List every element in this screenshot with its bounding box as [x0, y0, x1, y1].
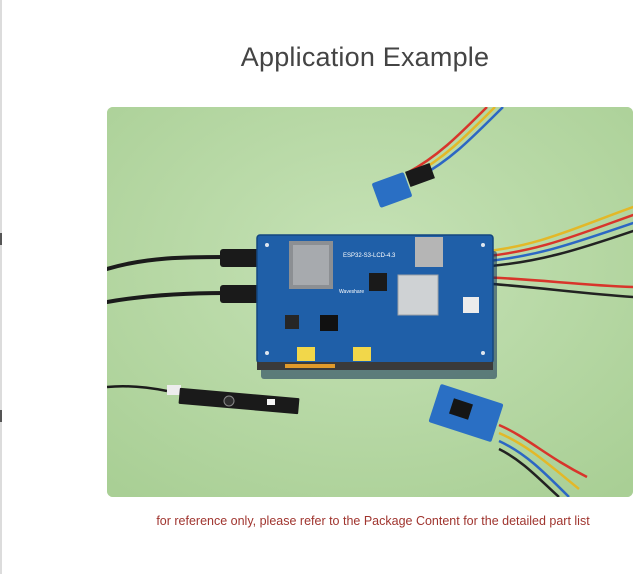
product-photo-illustration: ESP32-S3-LCD-4.3 Waveshare	[107, 107, 633, 497]
usb-connector	[220, 285, 260, 303]
board-label: ESP32-S3-LCD-4.3	[343, 253, 396, 259]
sensor-module-top	[372, 107, 504, 208]
usb-connector	[220, 249, 260, 267]
sensor-module-bottom	[428, 384, 588, 497]
left-edge-tick	[0, 410, 2, 422]
left-edge-divider	[0, 0, 2, 574]
esp32-board: ESP32-S3-LCD-4.3 Waveshare	[256, 234, 494, 370]
left-edge-tick	[0, 233, 2, 245]
camera-module	[107, 384, 300, 415]
right-wire-bundle	[477, 205, 633, 299]
page-title: Application Example	[240, 42, 490, 72]
brand-label: Waveshare	[339, 289, 364, 295]
reference-caption: for reference only, please refer to the …	[156, 514, 590, 528]
product-photo: ESP32-S3-LCD-4.3 Waveshare	[107, 107, 633, 497]
usb-cables	[107, 255, 227, 304]
